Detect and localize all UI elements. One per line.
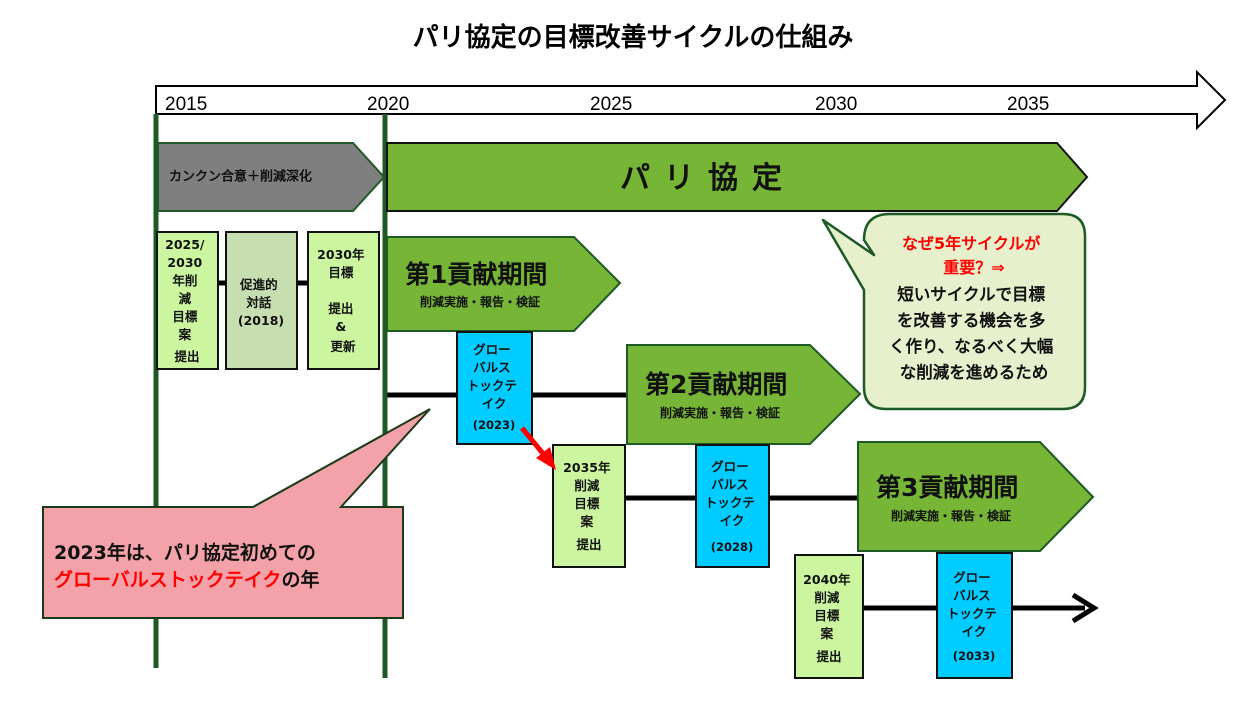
pre-box-facilitative-dialogue: 促進的 対話 (2018): [225, 231, 298, 370]
callout-2023-first-stocktake: 2023年は、パリ協定初めての グローバルストックテイクの年: [42, 408, 431, 619]
period-1-subtitle: 削減実施・報告・検証: [420, 294, 540, 309]
gst-2-line: バルス: [711, 477, 749, 492]
gst-2-line: トックテ: [705, 495, 755, 510]
pre-box-2-line: 促進的: [239, 277, 278, 292]
gst-3-line: バルス: [953, 588, 991, 603]
period-2-title: 第2貢献期間: [645, 370, 787, 399]
paris-agreement-arrow: パリ協定: [386, 142, 1089, 212]
pre-box-1-line: 提出: [174, 349, 199, 364]
target-submission-2040: 2040年 削減 目標 案 提出: [794, 554, 864, 679]
year-label-2035: 2035: [1007, 94, 1049, 115]
year-label-2020: 2020: [367, 94, 409, 115]
global-stocktake-2023: グロー バルス トックテ イク (2023): [456, 331, 533, 445]
gst-2-year: (2028): [711, 540, 754, 554]
pre-box-3-line: 2030年: [317, 247, 365, 262]
svg-text:2030年 目標 提出: 2030年 目標 提出 & 更新: [317, 247, 369, 354]
year-label-2030: 2030: [815, 94, 857, 115]
svg-text:2025/ 2030 年削: 2025/ 2030 年削 減 目標 案 提出: [165, 237, 209, 364]
global-stocktake-2033: グロー バルス トックテ イク (2033): [936, 552, 1013, 679]
gst-3-year: (2033): [953, 649, 996, 663]
callout-why-5-year-cycle: なぜ5年サイクルが 重要？⇒ 短いサイクルで目標 を改善する機会を多 く作り、な…: [821, 212, 1087, 411]
pre-box-3-line: 提出: [328, 301, 353, 316]
gst-1-year: (2023): [473, 418, 516, 432]
callout-2023-line2-tail: の年: [281, 568, 319, 591]
target-2040-line: 案: [820, 626, 834, 641]
pre-box-1-line: 2030: [167, 255, 202, 270]
red-arrow-icon: [520, 426, 556, 470]
row4-arrowhead: [1071, 592, 1099, 624]
gst-2-line: グロー: [711, 459, 749, 474]
pre-box-1-line: 目標: [172, 309, 198, 324]
pre-box-1-line: 2025/: [165, 237, 205, 252]
diagram-title: パリ協定の目標改善サイクルの仕組み: [413, 22, 854, 53]
gst-1-line: イク: [482, 396, 507, 411]
svg-text:促進的 対話 (2018): 促進的 対話 (2018): [238, 277, 284, 328]
cancun-label: カンクン合意＋削減深化: [169, 169, 312, 185]
svg-text:なぜ5年サイクルが 重要？⇒: なぜ5年サイクルが 重要？⇒: [902, 234, 1046, 277]
pre-box-1-line: 年削: [172, 273, 197, 288]
pre-box-3-line: 目標: [328, 265, 354, 280]
period-1-title: 第1貢献期間: [405, 260, 547, 289]
year-label-2015: 2015: [165, 94, 207, 115]
contribution-period-3: 第3貢献期間 削減実施・報告・検証: [857, 441, 1095, 552]
svg-text:グロー バルス トックテ: グロー バルス トックテ イク: [467, 342, 521, 411]
gst-2-line: イク: [720, 513, 745, 528]
pre-box-target-2030-update: 2030年 目標 提出 & 更新: [307, 231, 380, 370]
pre-box-1-line: 案: [178, 327, 192, 342]
callout-answer-line: 短いサイクルで目標: [897, 284, 1045, 304]
target-submission-2035: 2035年 削減 目標 案 提出: [552, 444, 626, 568]
svg-text:2035年 削減 目標: 2035年 削減 目標 案 提出: [563, 460, 615, 552]
target-2035-line: 削減: [574, 478, 600, 493]
callout-2023-highlight: グローバルストックテイク: [54, 568, 281, 591]
period-3-subtitle: 削減実施・報告・検証: [891, 508, 1011, 523]
callout-question-line: 重要？⇒: [943, 258, 1004, 277]
pre-box-3-line: 更新: [330, 339, 356, 354]
svg-text:グロー バルス トックテ: グロー バルス トックテ イク: [705, 459, 759, 528]
contribution-period-1: 第1貢献期間 削減実施・報告・検証: [386, 236, 622, 332]
target-2040-line: 目標: [814, 608, 840, 623]
cancun-phase-arrow: カンクン合意＋削減深化: [157, 142, 386, 212]
target-2040-line: 削減: [814, 590, 840, 605]
callout-question-line: なぜ5年サイクルが: [902, 234, 1040, 253]
svg-text:2040年 削減 目標: 2040年 削減 目標 案 提出: [803, 572, 855, 664]
year-label-2025: 2025: [590, 94, 632, 115]
pre-box-1-line: 減: [179, 291, 192, 306]
period-3-title: 第3貢献期間: [876, 473, 1018, 502]
period-2-subtitle: 削減実施・報告・検証: [660, 405, 780, 420]
pre-box-target-2025-2030: 2025/ 2030 年削 減 目標 案 提出: [156, 231, 219, 370]
pre-box-2-line: 対話: [245, 295, 272, 310]
paris-agreement-label: パリ協定: [620, 161, 796, 196]
gst-3-line: イク: [962, 624, 987, 639]
target-2035-line: 目標: [574, 496, 600, 511]
callout-2023-line1: 2023年は、パリ協定初めての: [54, 541, 316, 564]
callout-answer-line: を改善する機会を多: [897, 310, 1046, 330]
timeline-arrow: 2015 2020 2025 2030 2035: [155, 69, 1227, 131]
gst-3-line: トックテ: [947, 606, 997, 621]
callout-answer-line: な削減を進めるため: [900, 362, 1049, 382]
gst-1-line: トックテ: [467, 378, 517, 393]
svg-text:短いサイクルで目標 を改善する機会を多: 短いサイクルで目標 を改善する機会を多 く作り、なるべく大幅 な削減を進めるため: [889, 284, 1059, 382]
gst-3-line: グロー: [953, 570, 991, 585]
target-2040-line: 提出: [816, 649, 841, 664]
pre-box-2-line: (2018): [238, 313, 284, 328]
svg-text:グローバルストックテイクの年: グローバルストックテイクの年: [54, 568, 319, 591]
callout-answer-line: く作り、なるべく大幅: [889, 336, 1054, 356]
gst-1-line: バルス: [473, 360, 511, 375]
contribution-period-2: 第2貢献期間 削減実施・報告・検証: [626, 344, 862, 445]
svg-text:グロー バルス トックテ: グロー バルス トックテ イク: [947, 570, 1001, 639]
target-2040-line: 2040年: [803, 572, 851, 587]
target-2035-line: 2035年: [563, 460, 611, 475]
target-2035-line: 案: [580, 514, 594, 529]
target-2035-line: 提出: [576, 537, 601, 552]
global-stocktake-2028: グロー バルス トックテ イク (2028): [695, 444, 770, 568]
pre-box-3-line: &: [335, 319, 346, 334]
gst-1-line: グロー: [473, 342, 511, 357]
